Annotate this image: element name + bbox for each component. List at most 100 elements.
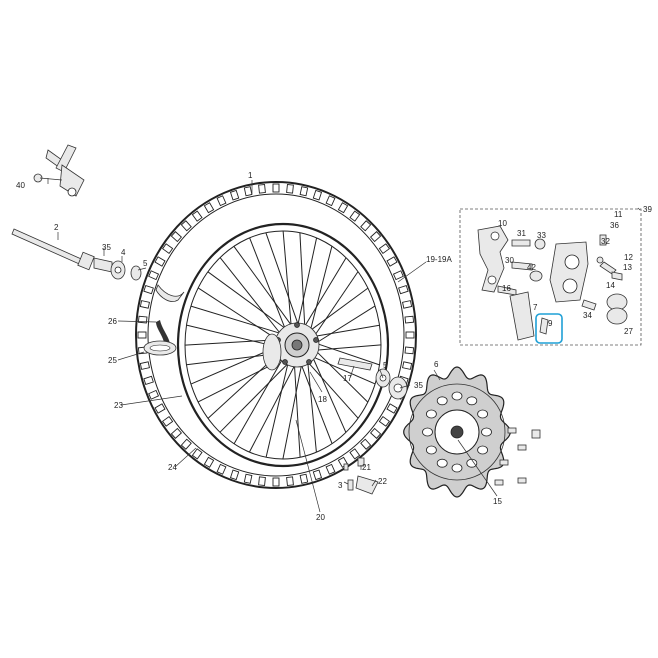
tread-block xyxy=(161,415,174,427)
tread-block xyxy=(312,469,323,481)
tread-block xyxy=(360,438,372,450)
tread-block xyxy=(402,361,413,370)
label-9: 9 xyxy=(548,319,553,328)
label-34: 34 xyxy=(583,311,592,320)
label-5-right: 5 xyxy=(383,361,388,370)
spoke xyxy=(308,246,333,335)
spoke xyxy=(312,341,380,366)
tread-block xyxy=(143,284,154,295)
tread-block xyxy=(378,243,391,255)
spoke xyxy=(248,360,298,453)
valve-parts xyxy=(343,457,379,495)
label-42: 42 xyxy=(527,263,536,272)
tread-block xyxy=(369,231,382,243)
rim-strip-and-tube xyxy=(143,284,185,356)
left-spacer-bearing-seal xyxy=(93,257,142,281)
tread-block xyxy=(170,231,183,243)
disc-hole xyxy=(451,391,463,401)
tread-block xyxy=(404,346,415,355)
tread-block xyxy=(369,427,382,439)
right-seal-and-spacer xyxy=(337,357,408,400)
spoke xyxy=(299,232,306,332)
spoke xyxy=(311,271,359,340)
tread-block xyxy=(180,438,192,450)
tread-block xyxy=(386,403,398,414)
front-axle xyxy=(11,228,95,271)
label-30: 30 xyxy=(505,256,514,265)
label-12: 12 xyxy=(624,253,633,262)
disc-hole xyxy=(477,445,489,455)
label-39: 39 xyxy=(643,205,652,214)
label-2: 2 xyxy=(54,223,59,232)
tread-block xyxy=(286,476,294,486)
spoke xyxy=(207,271,290,332)
tread-block xyxy=(139,300,150,309)
label-36: 36 xyxy=(610,221,619,230)
front-tyre xyxy=(135,181,417,489)
label-31: 31 xyxy=(517,229,526,238)
tread-block xyxy=(299,186,309,197)
tread-block xyxy=(258,184,266,194)
disc-bolts xyxy=(494,427,541,486)
tread-block xyxy=(258,476,266,486)
tread-block xyxy=(386,256,398,267)
caliper-assembly-group xyxy=(459,208,642,346)
tread-block xyxy=(360,220,372,232)
tread-block xyxy=(325,463,336,475)
spoke xyxy=(293,360,301,458)
part-number-labels: 1 2 3 4 5 5 6 7 9 10 11 12 13 14 15 16 1… xyxy=(16,171,652,522)
label-20: 20 xyxy=(316,513,325,522)
tread-block xyxy=(286,184,294,194)
disc-hole xyxy=(481,427,492,437)
spoke xyxy=(310,324,380,338)
disc-hole xyxy=(422,427,433,437)
tread-block xyxy=(312,189,323,201)
label-35-right: 35 xyxy=(414,381,423,390)
disc-hole xyxy=(466,458,478,468)
tread-block xyxy=(154,256,166,267)
label-3: 3 xyxy=(338,481,343,490)
tread-block xyxy=(299,473,309,484)
tread-block xyxy=(405,331,415,339)
tread-block xyxy=(392,270,404,281)
spoke xyxy=(309,354,376,385)
tread-block xyxy=(154,403,166,414)
tread-block xyxy=(349,210,361,222)
spoke xyxy=(299,360,333,444)
spoke xyxy=(304,358,359,419)
spoke xyxy=(282,230,292,331)
spoke xyxy=(197,287,282,343)
tread-block xyxy=(404,315,415,324)
axle-clamp-tool xyxy=(33,144,85,197)
tread-block xyxy=(325,195,336,207)
label-23: 23 xyxy=(114,401,123,410)
tread-block xyxy=(191,210,203,222)
tread-block xyxy=(191,448,203,460)
spoke xyxy=(265,232,301,330)
label-4: 4 xyxy=(121,248,126,257)
tread-block xyxy=(337,202,349,214)
spoke xyxy=(310,352,347,433)
tread-block xyxy=(243,473,253,484)
spoke xyxy=(306,357,317,453)
label-7: 7 xyxy=(533,303,538,312)
tread-block xyxy=(402,300,413,309)
spoke xyxy=(307,287,369,334)
leader-lines xyxy=(47,178,641,513)
brake-disc xyxy=(403,366,511,498)
tread-block xyxy=(143,375,154,386)
disc-hole xyxy=(451,463,463,473)
spoke xyxy=(233,246,295,330)
spoke xyxy=(219,359,292,433)
tread-block xyxy=(216,463,227,475)
label-35-left: 35 xyxy=(102,243,111,252)
tread-block xyxy=(180,220,192,232)
label-22: 22 xyxy=(378,477,387,486)
label-18: 18 xyxy=(318,395,327,404)
label-16: 16 xyxy=(502,284,511,293)
label-6: 6 xyxy=(434,360,439,369)
tread-block xyxy=(137,331,147,339)
label-27: 27 xyxy=(624,327,633,336)
spoke xyxy=(249,237,288,333)
